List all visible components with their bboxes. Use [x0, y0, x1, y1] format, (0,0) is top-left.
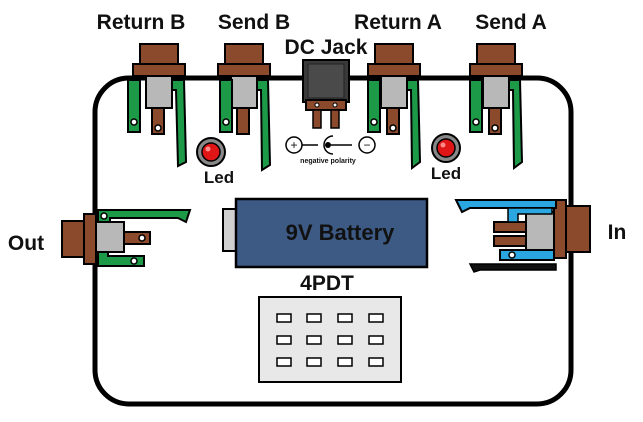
- jack-in: [454, 199, 591, 273]
- dc-jack: [302, 59, 350, 129]
- led-right: [431, 133, 461, 163]
- polarity-symbol: + − negative polarity: [285, 135, 376, 165]
- jack-send-a: [469, 43, 524, 170]
- label-send-a: Send A: [475, 11, 547, 34]
- label-battery: 9V Battery: [286, 220, 396, 245]
- polarity-plus: +: [290, 138, 297, 152]
- label-dc-jack: DC Jack: [285, 36, 368, 59]
- battery-9v: [222, 197, 429, 269]
- jack-send-b: [217, 43, 272, 172]
- jack-out: [61, 209, 192, 267]
- label-in: In: [608, 221, 627, 244]
- jack-return-a: [367, 43, 422, 170]
- switch-4pdt: [258, 296, 402, 383]
- led-left: [196, 137, 226, 167]
- polarity-minus: −: [363, 138, 370, 152]
- label-4pdt: 4PDT: [300, 272, 354, 295]
- jack-return-b: [127, 43, 188, 168]
- label-out: Out: [8, 232, 44, 255]
- label-led-right: Led: [431, 164, 461, 183]
- label-led-left: Led: [204, 168, 234, 187]
- label-send-b: Send B: [218, 11, 290, 34]
- polarity-caption: negative polarity: [300, 158, 356, 165]
- label-return-a: Return A: [354, 11, 442, 34]
- label-return-b: Return B: [97, 11, 186, 34]
